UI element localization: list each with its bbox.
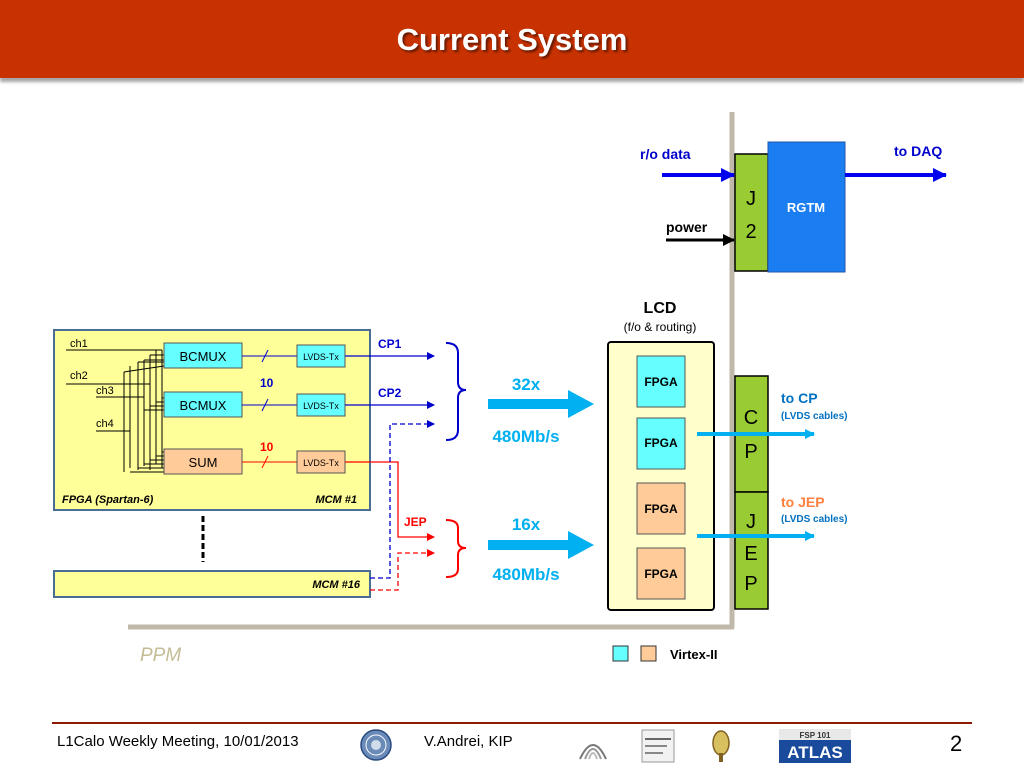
lcd-fpga-label-1: FPGA <box>644 375 678 389</box>
cp-connector-label-bottom: P <box>744 441 757 463</box>
lcd-fpga-2 <box>636 417 686 470</box>
atlas-logo-sub: FSP 101 <box>800 731 832 740</box>
j2-label-bottom: 2 <box>745 221 756 243</box>
lcd-title: LCD <box>644 300 677 317</box>
physics-institute-logo-icon <box>641 729 675 763</box>
jep-arrow-mcm16 <box>370 549 435 591</box>
atlas-logo-text: ATLAS <box>787 743 842 762</box>
channel-label-ch1: ch1 <box>70 338 88 350</box>
jep-arrow-mcm1 <box>345 461 435 541</box>
lvds-tx-label-3: LVDS-Tx <box>303 458 339 468</box>
footer-rule <box>52 722 972 724</box>
to-daq-label: to DAQ <box>894 143 942 159</box>
crest-logo-icon <box>710 729 732 763</box>
to-jep-sub: (LVDS cables) <box>781 514 848 525</box>
ro-data-label: r/o data <box>640 146 691 162</box>
jep-label: JEP <box>404 515 427 529</box>
sum-label: SUM <box>189 455 218 470</box>
bus-width-jep: 10 <box>260 440 274 454</box>
to-cp-label: to CP <box>781 390 818 406</box>
jep-connector-label-2: E <box>744 543 757 565</box>
channel-label-ch4: ch4 <box>96 418 114 430</box>
j2-label-top: J <box>746 188 756 210</box>
lcd-fpga-label-4: FPGA <box>644 567 678 581</box>
jep-connector-label-3: P <box>744 573 757 595</box>
page-number: 2 <box>950 731 963 756</box>
kip-logo-icon <box>576 729 610 763</box>
jep-link-rate: 480Mb/s <box>492 565 559 584</box>
lcd-board <box>607 341 715 611</box>
legend-label: Virtex-II <box>670 647 717 662</box>
lcd-fpga-label-2: FPGA <box>644 436 678 450</box>
title-bar <box>0 0 1024 78</box>
channel-wiring <box>66 349 165 473</box>
lcd-fpga-3 <box>636 482 686 535</box>
atlas-logo: FSP 101 ATLAS <box>779 729 851 763</box>
bcmux-block-2 <box>163 391 243 418</box>
ppm-crate-outline <box>128 112 735 630</box>
bcmux-label-2: BCMUX <box>180 398 227 413</box>
cp-link-rate: 480Mb/s <box>492 427 559 446</box>
lcd-fpga-4 <box>636 547 686 600</box>
mcm16-box <box>53 570 371 598</box>
jep-link-arrow <box>488 531 594 559</box>
footer-author: V.Andrei, KIP <box>424 733 513 750</box>
to-cp-sub: (LVDS cables) <box>781 411 848 422</box>
bcmux-label-1: BCMUX <box>180 349 227 364</box>
jep-link-count: 16x <box>512 515 541 534</box>
jep-brace <box>445 519 467 578</box>
lcd-fpga-label-3: FPGA <box>644 502 678 516</box>
legend-swatch-orange <box>640 645 657 662</box>
lvds-tx-label-2: LVDS-Tx <box>303 401 339 411</box>
channel-label-ch3: ch3 <box>96 385 114 397</box>
bus-width-cp: 10 <box>260 376 274 390</box>
rgtm-block <box>767 141 846 273</box>
lcd-subtitle: (f/o & routing) <box>624 320 697 334</box>
cp-brace <box>445 342 467 441</box>
jep-connector <box>734 491 769 610</box>
lcd-fpga-1 <box>636 355 686 408</box>
footer-meeting: L1Calo Weekly Meeting, 10/01/2013 <box>57 733 299 750</box>
page-title: Current System <box>396 22 628 57</box>
cp-connector-label-top: C <box>744 407 758 429</box>
ppm-label: PPM <box>140 645 181 666</box>
cp-arrow-mcm16 <box>370 420 435 579</box>
rgtm-label: RGTM <box>787 200 825 215</box>
to-jep-label: to JEP <box>781 494 825 510</box>
legend-swatch-cyan <box>612 645 629 662</box>
jep-connector-label-1: J <box>746 511 756 533</box>
cp2-label: CP2 <box>378 386 402 400</box>
internal-buses <box>242 349 297 469</box>
fpga-spartan-label: FPGA (Spartan-6) <box>62 494 154 506</box>
mcm16-label: MCM #16 <box>312 579 361 591</box>
university-seal-icon <box>360 729 392 761</box>
j2-connector <box>734 153 769 272</box>
power-label: power <box>666 219 708 235</box>
channel-label-ch2: ch2 <box>70 370 88 382</box>
mcm1-label: MCM #1 <box>315 494 357 506</box>
cp1-label: CP1 <box>378 337 402 351</box>
lvds-tx-label-1: LVDS-Tx <box>303 352 339 362</box>
cp-link-count: 32x <box>512 375 541 394</box>
cp-link-arrow <box>488 390 594 418</box>
